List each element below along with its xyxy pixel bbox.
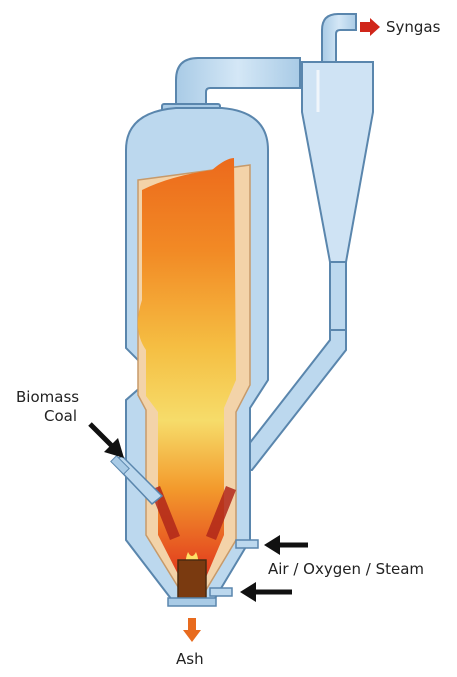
syngas-outlet-pipe	[322, 14, 356, 62]
feed-label-biomass: Biomass	[16, 388, 79, 406]
syngas-label: Syngas	[386, 18, 441, 36]
air-oxygen-steam-label: Air / Oxygen / Steam	[268, 560, 424, 578]
air-arrow-upper	[264, 535, 308, 555]
feed-arrow	[90, 424, 124, 458]
cyclone-separator	[302, 62, 373, 332]
feed-label-coal: Coal	[44, 407, 77, 425]
gas-outlet-pipe	[162, 58, 300, 112]
air-arrow-lower	[240, 582, 292, 602]
ash-label: Ash	[176, 650, 204, 668]
ash-arrow	[183, 618, 201, 642]
syngas-arrow	[360, 18, 380, 36]
